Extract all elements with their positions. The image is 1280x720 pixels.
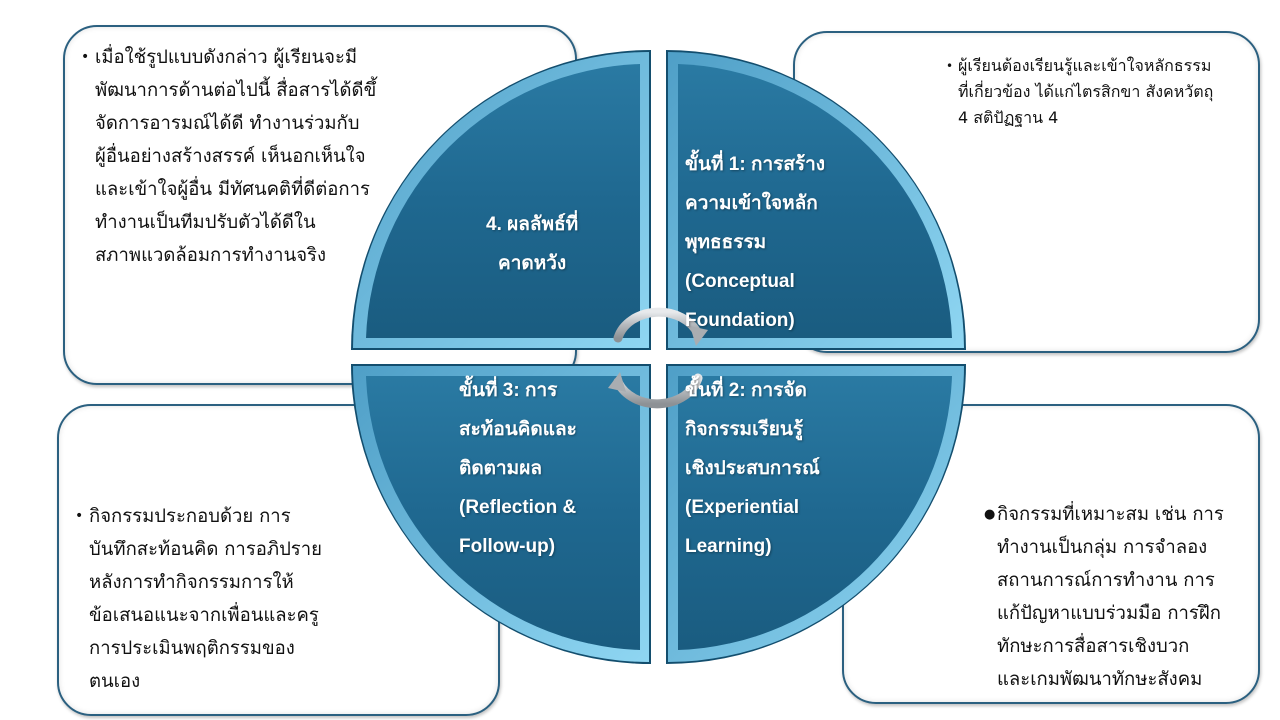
step3-label: ขั้นที่ 3: การ สะท้อนคิดและ ติดตามผล (Re… bbox=[459, 380, 577, 557]
bullet-icon: • bbox=[75, 508, 84, 524]
experiential-learning-text: ● กิจกรรมที่เหมาะสม เช่น การ ทำงานเป็นกล… bbox=[984, 498, 1224, 696]
outcome-description-text: • เมื่อใช้รูปแบบดังกล่าว ผู้เรียนจะมี พั… bbox=[81, 41, 376, 272]
quadrant-step3-reflection bbox=[351, 364, 651, 664]
step1-label: ขั้นที่ 1: การสร้าง ความเข้าใจหลัก พุทธธ… bbox=[685, 154, 826, 331]
bullet-icon: ● bbox=[984, 507, 996, 522]
conceptual-foundation-text: • ผู้เรียนต้องเรียนรู้และเข้าใจหลักธรรม … bbox=[946, 53, 1213, 131]
bullet-icon: • bbox=[946, 59, 954, 73]
step4-label: 4. ผลลัพธ์ที่ คาดหวัง bbox=[486, 214, 579, 274]
cycle-arrows-icon bbox=[608, 307, 708, 409]
bullet-icon: • bbox=[81, 49, 90, 65]
quadrant-step4-outcomes bbox=[351, 50, 651, 350]
step2-label: ขั้นที่ 2: การจัด กิจกรรมเรียนรู้ เชิงปร… bbox=[685, 380, 820, 557]
quadrant-step2-experiential-learning bbox=[666, 364, 966, 664]
reflection-description-text: • กิจกรรมประกอบด้วย การ บันทึกสะท้อนคิด … bbox=[75, 500, 322, 698]
quadrant-step1-conceptual-foundation bbox=[666, 50, 966, 350]
